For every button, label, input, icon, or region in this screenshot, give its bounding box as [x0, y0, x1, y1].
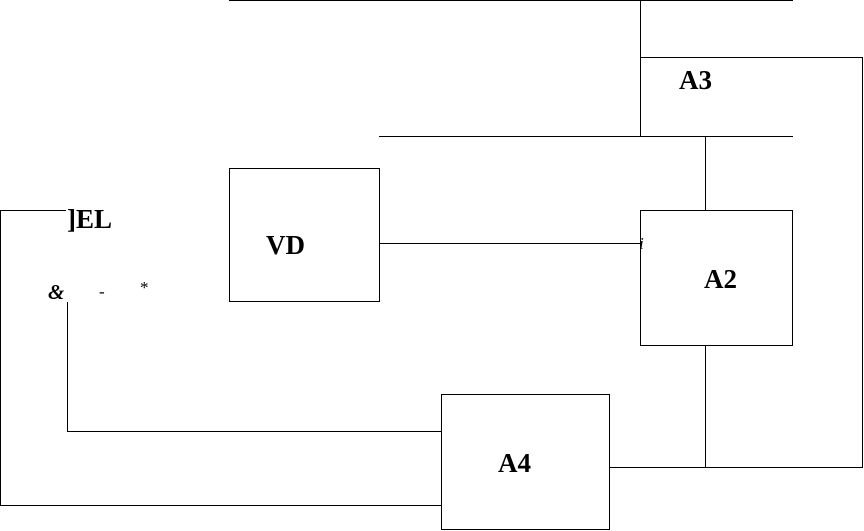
a4-label: A4 — [498, 448, 531, 478]
el-label: ]EL — [67, 204, 112, 234]
a3-label: A3 — [679, 65, 712, 95]
vd-block — [229, 168, 380, 302]
dash-glyph: - — [99, 282, 105, 301]
a2-block — [640, 210, 793, 346]
port-i-glyph: i — [639, 234, 644, 253]
ampersand-glyph: & — [48, 280, 65, 304]
a2-label: A2 — [704, 264, 737, 294]
a4-block — [441, 394, 610, 530]
star-glyph: * — [140, 278, 149, 297]
vd-label: VD — [266, 230, 305, 260]
